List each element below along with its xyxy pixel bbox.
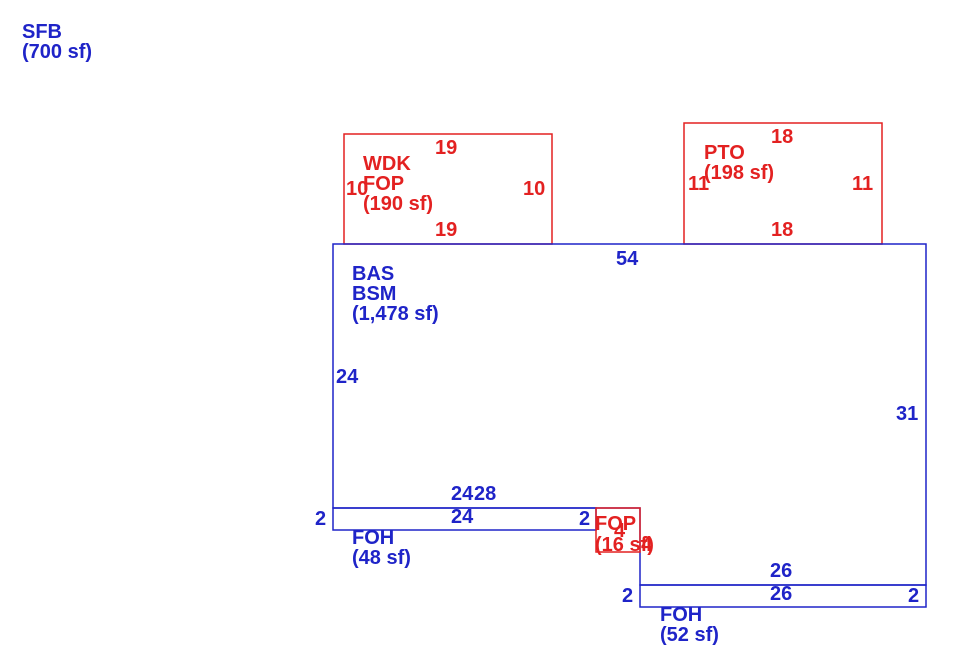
bas-dim-inner-24: 24: [451, 483, 474, 505]
foh-48-dim-left: 2: [315, 508, 327, 530]
pto-dim-bottom: 18: [771, 219, 794, 241]
fop-16-code: FOP: [595, 513, 637, 535]
fop-16-area: (16 sf): [595, 534, 654, 556]
foh-48-dim-top: 24: [451, 506, 474, 528]
fop-16-dim-a: 4: [614, 520, 626, 542]
bas-dim-inner-28: 28: [474, 483, 497, 505]
bas-dim-left: 24: [336, 366, 359, 388]
foh-48-area: (48 sf): [352, 547, 411, 569]
pto-dim-left: 11: [688, 173, 710, 195]
foh-48-dim-right: 2: [579, 508, 591, 530]
pto-dim-top: 18: [771, 126, 794, 148]
foh-52-dim-left: 2: [622, 585, 634, 607]
sfb-code: SFB: [22, 21, 62, 43]
bsm-code: BSM: [352, 283, 397, 305]
wdk-dim-right: 10: [523, 178, 546, 200]
pto-dim-right: 11: [852, 173, 874, 195]
foh-52-dim-bottom: 26: [770, 583, 793, 605]
bas-dim-right: 31: [896, 403, 919, 425]
bas-dim-top: 54: [616, 248, 639, 270]
foh-52-code: FOH: [660, 604, 703, 626]
wdk-dim-bottom: 19: [435, 219, 458, 241]
wdk-dim-left: 10: [346, 178, 369, 200]
foh-52-area: (52 sf): [660, 624, 719, 646]
wdk-code: WDK: [363, 153, 411, 175]
foh-48-code: FOH: [352, 527, 395, 549]
foh-52-dim-right: 2: [908, 585, 920, 607]
pto-code: PTO: [704, 142, 745, 164]
fop-16-outline: [595, 507, 641, 553]
foh-52-outline: [639, 584, 927, 608]
fop-16-dim-b: 4: [641, 534, 653, 556]
sfb-area: (700 sf): [22, 41, 93, 63]
bas-area: (1,478 sf): [352, 303, 439, 325]
wdk-dim-top: 19: [435, 137, 458, 159]
wdk-area: (190 sf): [363, 193, 434, 215]
foh-52-dim-top: 26: [770, 560, 793, 582]
wdk-fop-code: FOP: [363, 173, 405, 195]
pto-area: (198 sf): [704, 162, 775, 184]
bas-code: BAS: [352, 263, 395, 285]
